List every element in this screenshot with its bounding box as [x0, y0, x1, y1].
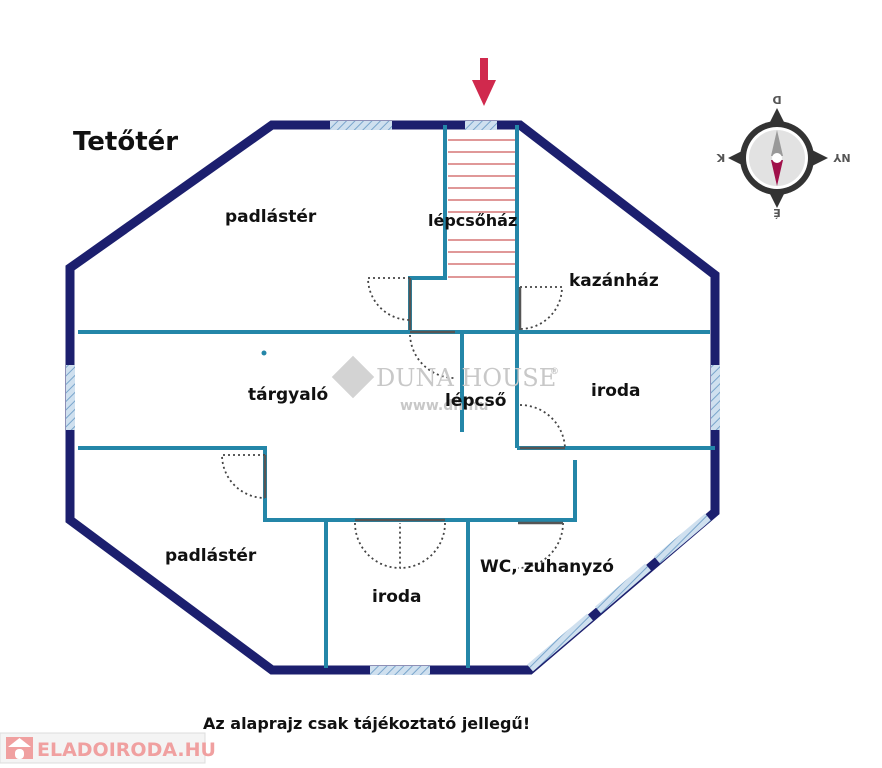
entrance-arrow-icon [472, 58, 496, 106]
svg-text:ELADOIRODA.HU: ELADOIRODA.HU [37, 739, 216, 761]
svg-text:DUNA HOUSE: DUNA HOUSE [376, 364, 556, 392]
room-label: tárgyaló [248, 385, 328, 405]
outer-wall [65, 120, 720, 675]
floor-title: Tetőtér [73, 127, 178, 157]
room-label: kazánház [569, 271, 659, 291]
room-label: lépcsőház [428, 211, 517, 230]
room-label: iroda [591, 381, 641, 401]
duna-house-watermark: DUNA HOUSE ® www.dh.hu [331, 355, 559, 414]
room-label: padlástér [225, 207, 317, 227]
svg-text:www.dh.hu: www.dh.hu [400, 398, 488, 414]
eladoiroda-logo: ELADOIRODA.HU [0, 732, 216, 764]
interior-walls [78, 125, 715, 668]
stairs [448, 139, 515, 278]
svg-text:NY: NY [832, 151, 850, 164]
room-label: padlástér [165, 546, 257, 566]
room-label: WC, zuhanyzó [480, 557, 614, 577]
svg-text:K: K [716, 151, 725, 164]
doors [221, 277, 566, 569]
svg-text:D: D [772, 93, 781, 106]
room-label: lépcső [445, 391, 506, 411]
windows [66, 121, 720, 675]
disclaimer: Az alaprajz csak tájékoztató jellegű! [203, 714, 530, 733]
svg-text:®: ® [550, 367, 559, 377]
room-label: iroda [372, 587, 422, 607]
compass-icon: D É K NY [716, 93, 850, 219]
svg-text:É: É [773, 206, 781, 219]
